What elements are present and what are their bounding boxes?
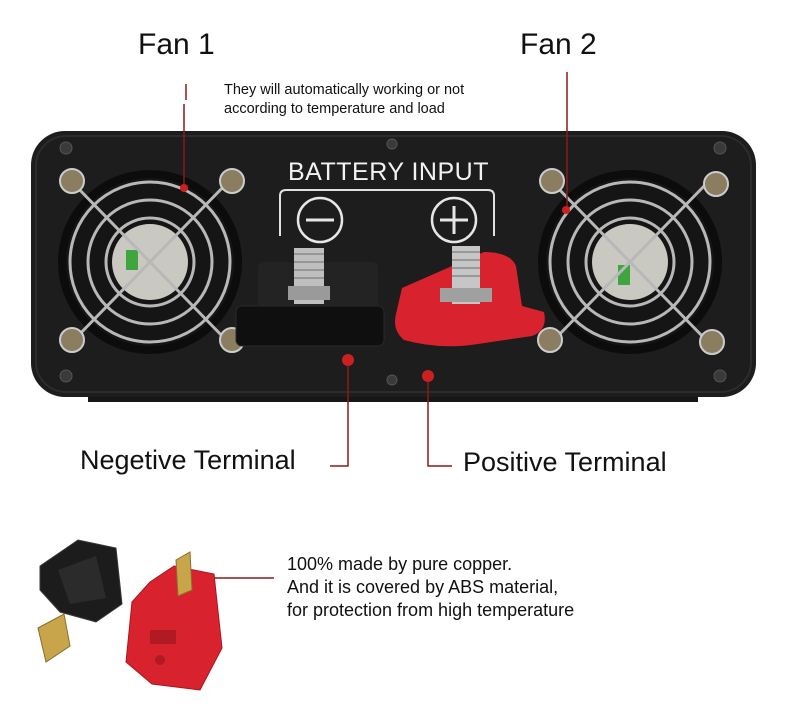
- positive-terminal: [395, 246, 545, 347]
- battery-input-label: BATTERY INPUT: [288, 158, 489, 186]
- red-terminal-cover: [125, 551, 223, 691]
- negative-terminal: [235, 248, 385, 347]
- fan-note: They will automatically working or not a…: [224, 81, 524, 119]
- negative-terminal-label: Negetive Terminal: [80, 445, 296, 475]
- minus-symbol-icon: [296, 196, 344, 244]
- copper-note-line-2: And it is covered by ABS material,: [287, 577, 559, 597]
- battery-input-frame: [279, 189, 495, 236]
- leader-lines: [183, 72, 568, 579]
- fan-grille-icon: [68, 180, 232, 344]
- black-terminal-cover: [37, 539, 123, 663]
- fan-note-line-2: according to temperature and load: [224, 101, 445, 117]
- fan-note-line-1: They will automatically working or not: [224, 82, 465, 98]
- fan-grille-icon: [548, 180, 712, 344]
- fan-1-label: Fan 1: [138, 28, 215, 61]
- copper-note-line-3: for protection from high temperature: [287, 600, 575, 620]
- copper-note-line-1: 100% made by pure copper.: [287, 554, 513, 574]
- fan-2: [537, 168, 729, 355]
- positive-terminal-label: Positive Terminal: [463, 447, 667, 477]
- fan-2-label: Fan 2: [520, 28, 597, 61]
- plus-symbol-icon: [430, 196, 478, 244]
- fan-1: [58, 168, 245, 354]
- copper-note: 100% made by pure copper. And it is cove…: [287, 553, 647, 622]
